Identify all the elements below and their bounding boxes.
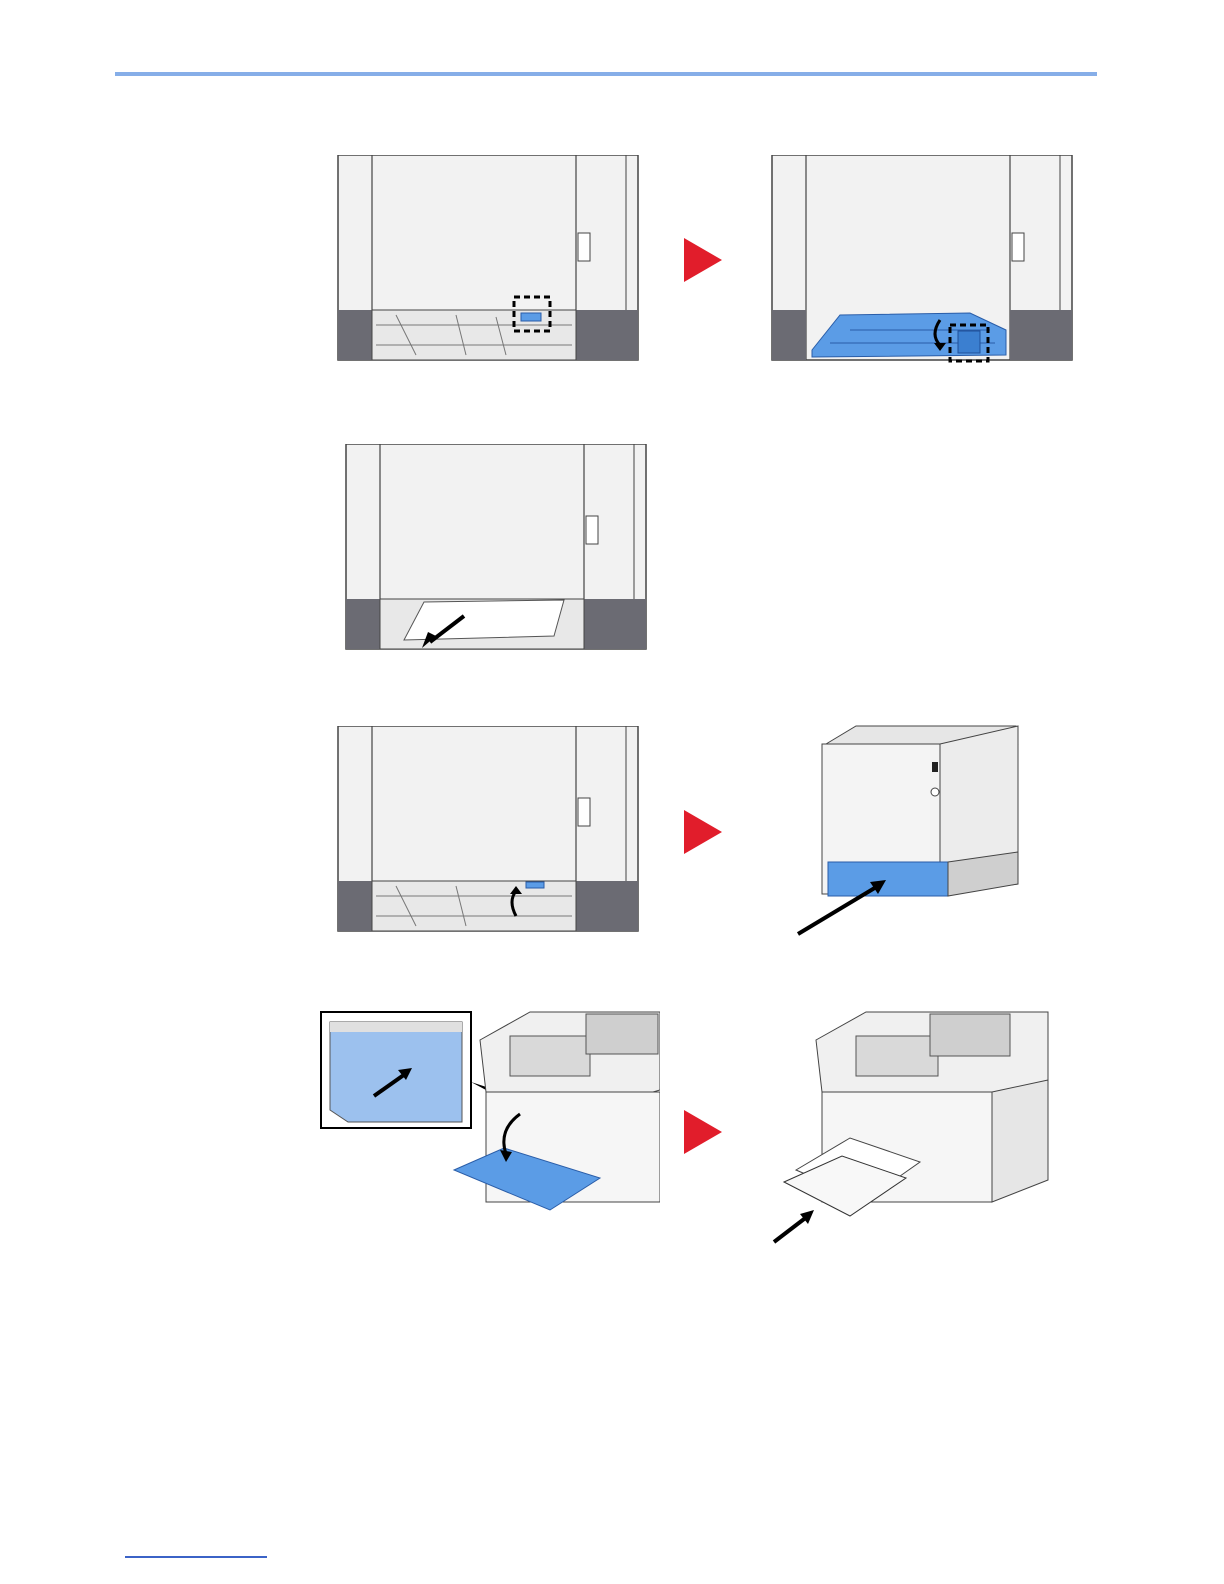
printer-push-cassette-illustration (796, 724, 1024, 936)
footer-rule (125, 1556, 267, 1558)
printer-remove-paper-illustration (344, 444, 650, 656)
printer-open-mp-tray-illustration (320, 1010, 660, 1232)
header-rule (115, 72, 1097, 76)
printer-load-paper-mp-tray-illustration (770, 1010, 1050, 1246)
printer-rear-illustration-step3a (336, 726, 642, 938)
printer-rear-illustration-step1b (770, 155, 1076, 367)
next-step-arrow-icon (684, 1110, 722, 1154)
next-step-arrow-icon (684, 810, 722, 854)
next-step-arrow-icon (684, 238, 722, 282)
printer-rear-illustration-step1a (336, 155, 642, 367)
